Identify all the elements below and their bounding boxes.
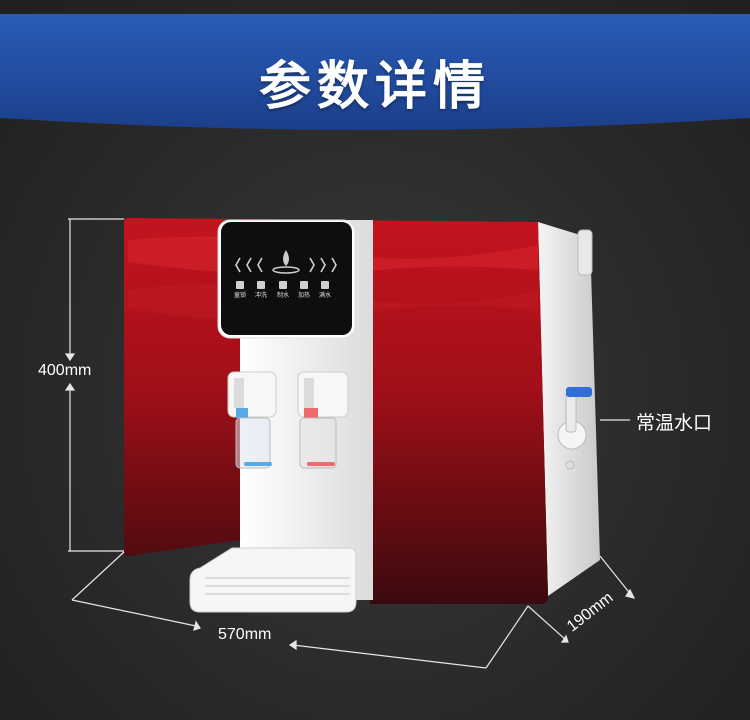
panel-label-full: 满水	[318, 292, 331, 299]
header-banner: 参数详情	[0, 14, 750, 134]
panel-label-heat: 加热	[297, 292, 310, 299]
page-title: 参数详情	[258, 57, 491, 117]
cold-faucet	[227, 371, 277, 469]
panel-label-flush: 冲洗	[254, 292, 267, 299]
width-label: 570mm	[218, 626, 272, 643]
panel-label-purify: 制水	[276, 292, 289, 299]
drip-tray	[189, 547, 357, 613]
control-panel	[221, 222, 352, 335]
panel-label-lock: 童锁	[233, 292, 246, 299]
dimension-lines	[64, 218, 636, 669]
hot-faucet	[297, 371, 349, 469]
room-temp-outlet-label: 常温水口	[636, 412, 713, 434]
side-tap	[557, 387, 592, 470]
height-label: 400mm	[38, 362, 92, 379]
top-handle	[577, 229, 593, 276]
